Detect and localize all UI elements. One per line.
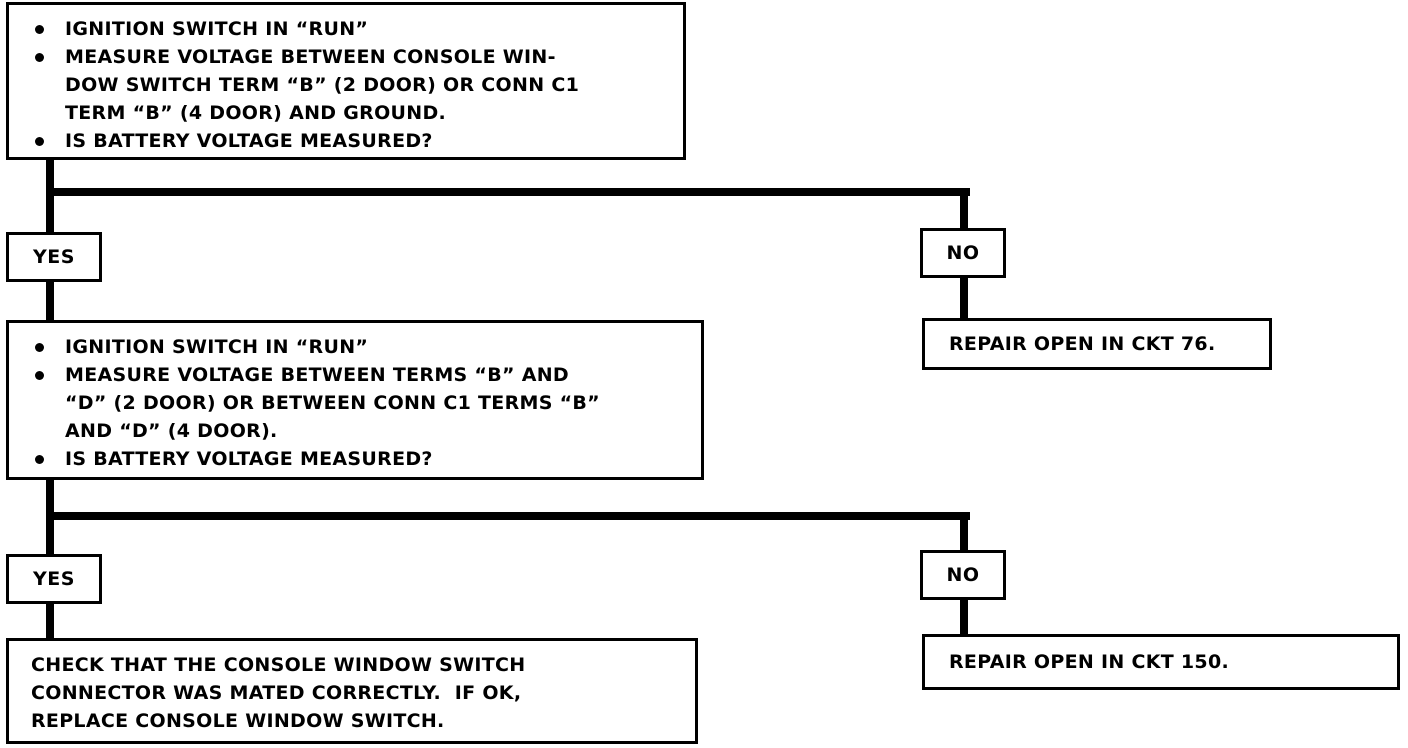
connector-1-no-down	[960, 188, 968, 230]
connector-1-yes-down	[46, 280, 54, 324]
step-1-bullet-text: MEASURE VOLTAGE BETWEEN CONSOLE WIN- DOW…	[65, 46, 580, 124]
bullet-icon	[35, 455, 44, 464]
step-2-yes-label: YES	[6, 554, 102, 604]
final-action-box: CHECK THAT THE CONSOLE WINDOW SWITCH CON…	[6, 638, 698, 744]
bullet-icon	[35, 371, 44, 380]
step-1-bullet: MEASURE VOLTAGE BETWEEN CONSOLE WIN- DOW…	[27, 43, 683, 127]
bullet-icon	[35, 137, 44, 146]
bullet-icon	[35, 53, 44, 62]
connector-1-no-action	[960, 274, 968, 322]
step-2-bullet-text: MEASURE VOLTAGE BETWEEN TERMS “B” AND “D…	[65, 364, 600, 442]
step-2-bullet: MEASURE VOLTAGE BETWEEN TERMS “B” AND “D…	[27, 361, 701, 445]
step-1-no-label: NO	[920, 228, 1006, 278]
connector-2-no-down	[960, 512, 968, 552]
step-1-bullet-text: IGNITION SWITCH IN “RUN”	[65, 18, 369, 40]
bullet-icon	[35, 343, 44, 352]
step-1-bullets: IGNITION SWITCH IN “RUN” MEASURE VOLTAGE…	[27, 15, 683, 155]
step-1-bullet: IGNITION SWITCH IN “RUN”	[27, 15, 683, 43]
step-2-bullet: IGNITION SWITCH IN “RUN”	[27, 333, 701, 361]
step-2-no-action-box: REPAIR OPEN IN CKT 150.	[922, 634, 1400, 690]
connector-2-yes-down	[46, 602, 54, 640]
connector-2-branch	[46, 512, 970, 520]
step-2-bullets: IGNITION SWITCH IN “RUN” MEASURE VOLTAGE…	[27, 333, 701, 473]
step-1-bullet: IS BATTERY VOLTAGE MEASURED?	[27, 127, 683, 155]
step-2-box: IGNITION SWITCH IN “RUN” MEASURE VOLTAGE…	[6, 320, 704, 480]
step-2-bullet: IS BATTERY VOLTAGE MEASURED?	[27, 445, 701, 473]
step-1-no-action-text: REPAIR OPEN IN CKT 76.	[949, 333, 1216, 355]
connector-2-no-action	[960, 596, 968, 638]
bullet-icon	[35, 25, 44, 34]
step-2-bullet-text: IGNITION SWITCH IN “RUN”	[65, 336, 369, 358]
final-action-text: CHECK THAT THE CONSOLE WINDOW SWITCH CON…	[31, 654, 526, 732]
step-1-box: IGNITION SWITCH IN “RUN” MEASURE VOLTAGE…	[6, 2, 686, 160]
connector-1-down	[46, 158, 54, 234]
step-1-yes-label: YES	[6, 232, 102, 282]
step-1-no-action-box: REPAIR OPEN IN CKT 76.	[922, 318, 1272, 370]
step-2-no-label: NO	[920, 550, 1006, 600]
connector-1-branch	[46, 188, 970, 196]
step-2-bullet-text: IS BATTERY VOLTAGE MEASURED?	[65, 448, 433, 470]
step-2-no-action-text: REPAIR OPEN IN CKT 150.	[949, 651, 1229, 673]
step-1-bullet-text: IS BATTERY VOLTAGE MEASURED?	[65, 130, 433, 152]
